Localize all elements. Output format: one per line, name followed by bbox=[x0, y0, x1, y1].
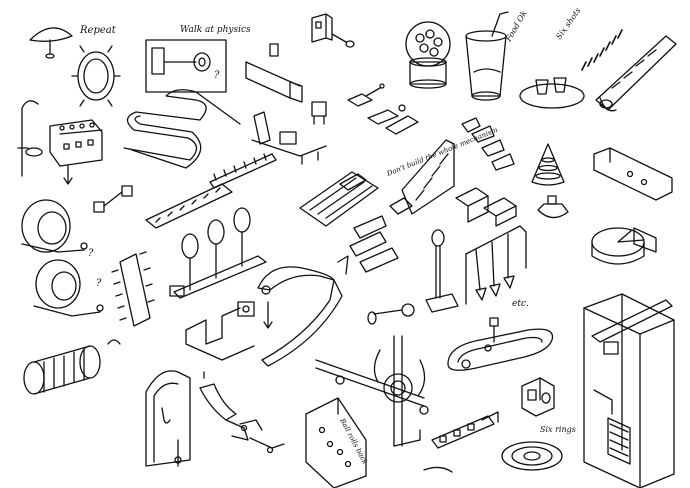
small-curve bbox=[424, 467, 452, 472]
boat-sketch bbox=[538, 196, 568, 218]
arched-door-sketch bbox=[146, 371, 190, 466]
curved-chute-sketch bbox=[258, 256, 348, 366]
piston-sketch bbox=[312, 102, 326, 124]
pivot-pole-sketch bbox=[426, 230, 458, 312]
ring-target-sketch bbox=[502, 442, 562, 470]
food-ok-note: Food Ok bbox=[503, 9, 528, 44]
gear-cross-sketch bbox=[316, 304, 428, 446]
spiked-wheel-sketch bbox=[72, 46, 120, 106]
stepped-chute-sketch bbox=[200, 372, 284, 453]
ball-rack-sketch bbox=[306, 398, 366, 488]
spiral-block-sketch bbox=[462, 118, 514, 170]
slatted-ramp-sketch bbox=[300, 172, 378, 226]
plate-cups-sketch bbox=[520, 78, 584, 108]
ball-rolls-note: Ball rolls back bbox=[338, 416, 369, 465]
u-bracket-sketch bbox=[186, 302, 254, 360]
coil-question: ? bbox=[88, 248, 94, 259]
escalator-sketch bbox=[596, 36, 676, 111]
dont-build-stairs-sketch bbox=[390, 140, 454, 214]
camera-box-sketch bbox=[522, 378, 554, 416]
spring-cylinder-sketch bbox=[24, 346, 100, 394]
button-panel-sketch bbox=[50, 120, 102, 166]
valve-assembly-sketch bbox=[348, 84, 418, 134]
dice-bar-sketch bbox=[432, 412, 498, 448]
gumball-machine-sketch bbox=[406, 22, 450, 88]
box-switch-sketch bbox=[312, 14, 354, 47]
domino-row-sketch bbox=[582, 30, 622, 70]
drinking-glass-sketch bbox=[466, 12, 508, 100]
stacked-cone-sketch bbox=[532, 144, 564, 185]
spiked-roller-sketch bbox=[112, 252, 154, 326]
coil2-question: ? bbox=[96, 278, 102, 289]
chute-down-arrow bbox=[264, 302, 272, 328]
six-shots-note: Six shots bbox=[554, 6, 582, 41]
stacked-bricks-sketch bbox=[350, 216, 398, 272]
mushroom-sketch bbox=[30, 28, 72, 58]
pendulum-rack-sketch bbox=[466, 226, 526, 304]
repeat-note: Repeat bbox=[79, 25, 117, 36]
lever-bench-sketch bbox=[252, 112, 326, 164]
serpentine-track-sketch bbox=[124, 90, 240, 168]
coil-loop-2-sketch: ? bbox=[34, 260, 103, 316]
tall-cabinet-sketch bbox=[584, 294, 674, 488]
small-blocks-sketch bbox=[94, 186, 132, 212]
grooved-ladder-sketch bbox=[146, 184, 232, 228]
coil-loop-sketch: ? bbox=[22, 200, 94, 259]
dont-build-note: Don't build the whole mechanism bbox=[385, 126, 499, 178]
sawtooth-ramp-sketch bbox=[210, 154, 276, 188]
pusher-blocks-sketch bbox=[456, 188, 516, 226]
walk-physics-note: Walk at physics bbox=[180, 25, 251, 35]
small-arc bbox=[108, 340, 120, 344]
etc-note: etc. bbox=[512, 299, 529, 309]
hook-pole-sketch bbox=[18, 101, 42, 176]
oval-track-sketch bbox=[448, 318, 553, 370]
six-rings-note: Six rings bbox=[540, 425, 576, 434]
ball-channel-sketch bbox=[594, 148, 672, 200]
ring-stand-sketch bbox=[170, 208, 266, 298]
pie-box-sketch bbox=[592, 228, 656, 264]
question-note: ? bbox=[214, 70, 220, 81]
slide-rail-sketch bbox=[246, 44, 302, 102]
physics-frame-sketch bbox=[146, 40, 226, 92]
down-arrow bbox=[64, 166, 72, 184]
